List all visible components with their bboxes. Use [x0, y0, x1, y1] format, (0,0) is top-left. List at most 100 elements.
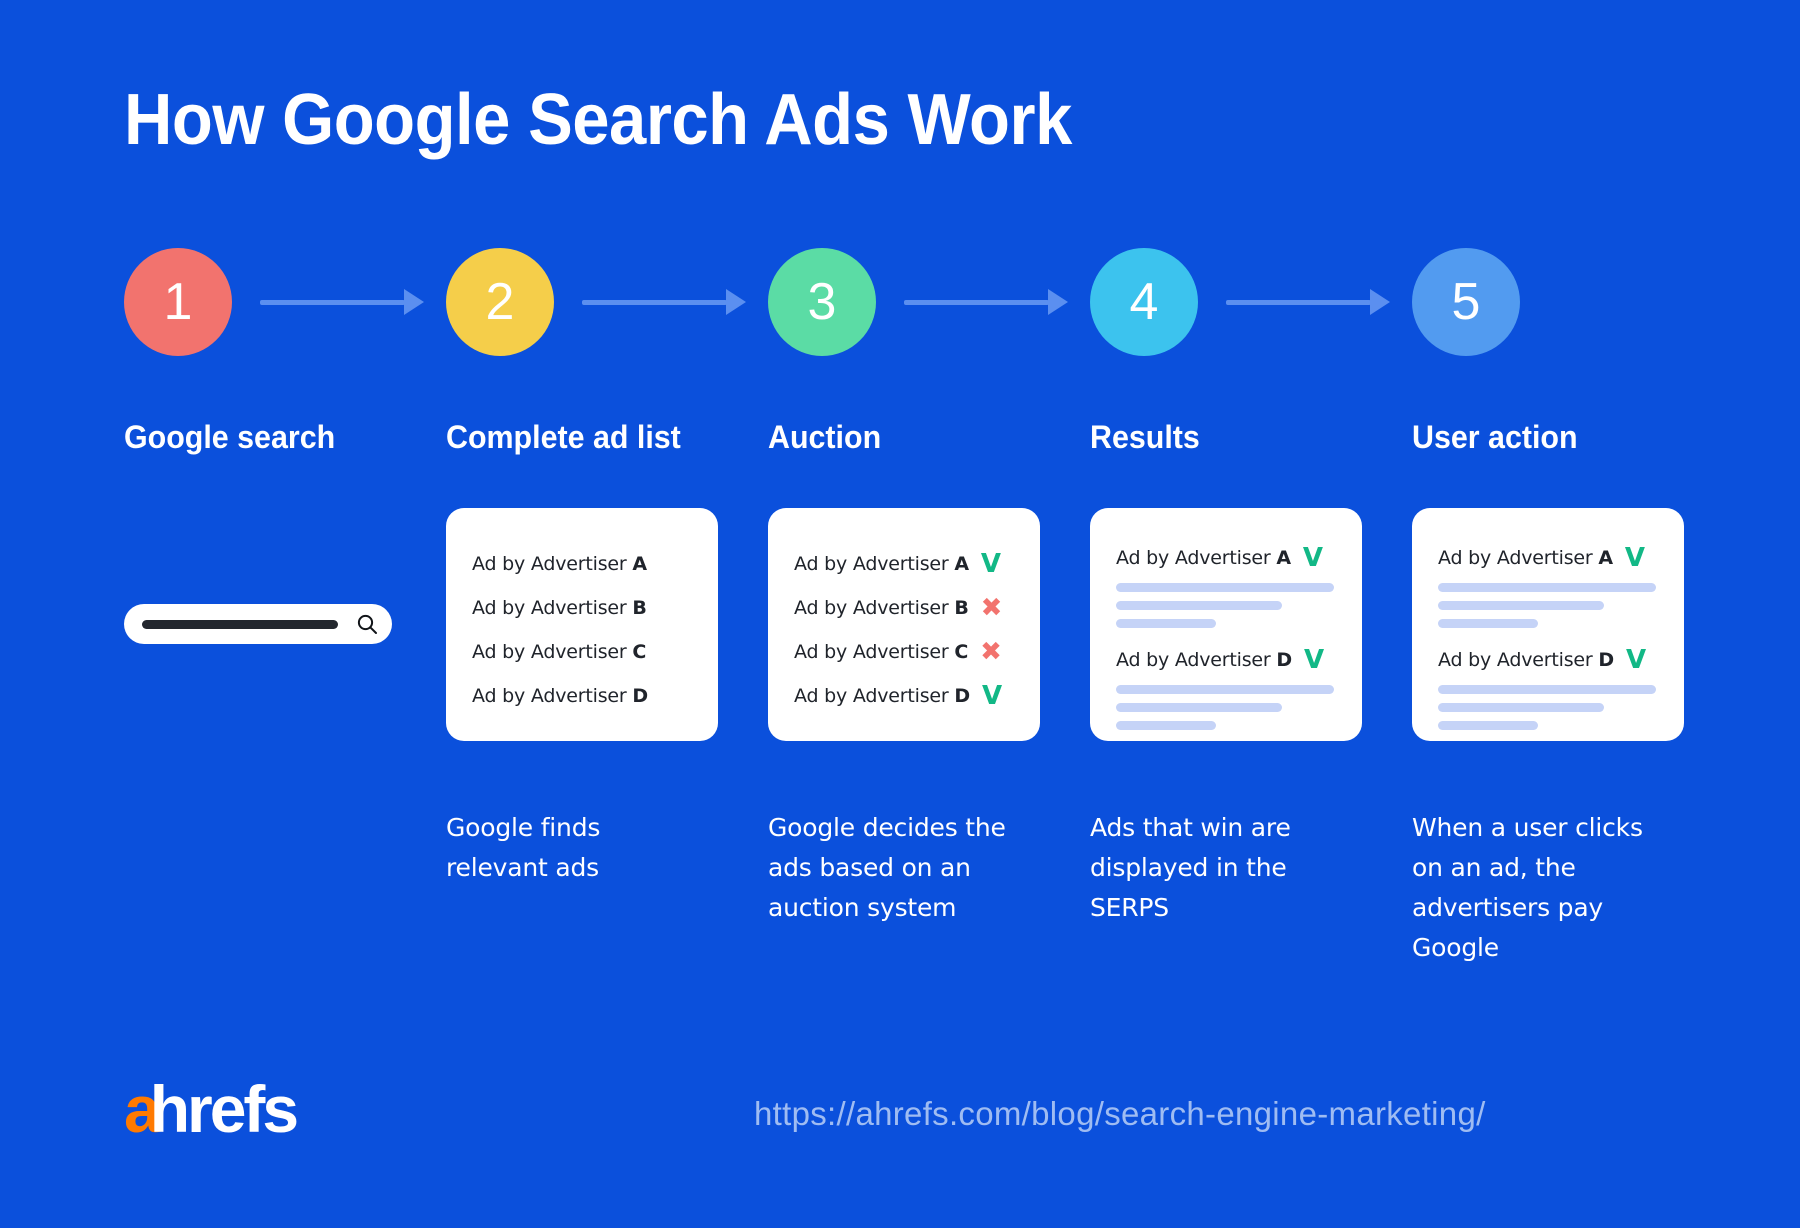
arrow-1-to-2 — [260, 289, 424, 315]
placeholder-line — [1116, 619, 1216, 628]
step-label-cell-2: Complete ad list — [446, 414, 768, 460]
page-title: How Google Search Ads Work — [124, 80, 1072, 160]
check-icon: V — [1624, 543, 1645, 573]
step-description-5: When a user clicks on an ad, the adverti… — [1412, 813, 1643, 962]
card-cell-2: Ad by Advertiser A Ad by Advertiser B Ad… — [446, 508, 768, 741]
description-cell-3: Google decides the ads based on an aucti… — [768, 808, 1090, 928]
placeholder-line — [1116, 601, 1282, 610]
step-label-cell-3: Auction — [768, 414, 1090, 460]
placeholder-line — [1438, 619, 1538, 628]
placeholder-line — [1438, 583, 1656, 592]
arrow-shaft — [260, 299, 405, 305]
placeholder-line — [1116, 583, 1334, 592]
card-cell-5: Ad by Advertiser A V Ad by Advertiser D … — [1412, 508, 1734, 741]
placeholder-line — [1116, 703, 1282, 712]
step-number-2: 2 — [485, 273, 515, 331]
placeholder-line — [1438, 601, 1604, 610]
step-description-4: Ads that win are displayed in the SERPS — [1090, 813, 1291, 922]
list-item: Ad by Advertiser A V — [1116, 542, 1336, 628]
sidebar-item-label-google-search: Google search — [124, 419, 336, 455]
step-label-cell-5: User action — [1412, 414, 1734, 460]
arrow-2-to-3 — [582, 289, 746, 315]
ad-row-label: Ad by Advertiser D — [794, 685, 970, 707]
ad-row-label: Ad by Advertiser B — [794, 597, 969, 619]
check-icon: V — [1303, 645, 1325, 675]
arrow-shaft — [904, 299, 1049, 305]
ad-row-label: Ad by Advertiser C — [472, 641, 647, 663]
ad-row-label: Ad by Advertiser D — [472, 685, 648, 707]
step-column-5: 5 — [1412, 248, 1734, 356]
step-circle-1[interactable]: 1 — [124, 248, 232, 356]
arrow-3-to-4 — [904, 289, 1068, 315]
logo-text-hrefs: hrefs — [149, 1072, 299, 1146]
steps-label-row: Google search Complete ad list Auction R… — [124, 414, 1684, 460]
logo-letter-a: a — [124, 1072, 161, 1146]
step-circle-5[interactable]: 5 — [1412, 248, 1520, 356]
step-label-cell-4: Results — [1090, 414, 1412, 460]
step-circle-4[interactable]: 4 — [1090, 248, 1198, 356]
placeholder-line — [1438, 721, 1538, 730]
search-input[interactable] — [124, 604, 392, 644]
step-column-3: 3 — [768, 248, 1090, 356]
description-cell-2: Google finds relevant ads — [446, 808, 768, 888]
check-icon: V — [1302, 543, 1323, 573]
placeholder-line — [1116, 685, 1334, 694]
sidebar-item-label-results: Results — [1090, 419, 1200, 455]
list-item: Ad by Advertiser D V — [1116, 644, 1336, 730]
card-cell-4: Ad by Advertiser A V Ad by Advertiser D … — [1090, 508, 1412, 741]
placeholder-line — [1116, 721, 1216, 730]
step-label-cell-1: Google search — [124, 414, 446, 460]
step-number-5: 5 — [1451, 273, 1481, 331]
ad-row-label: Ad by Advertiser C — [794, 641, 969, 663]
descriptions-row: Google finds relevant ads Google decides… — [124, 808, 1684, 968]
check-icon: V — [1625, 645, 1647, 675]
arrow-head-icon — [1370, 289, 1390, 315]
placeholder-line — [1438, 685, 1656, 694]
list-item: Ad by Advertiser D V — [1438, 644, 1658, 730]
step-circle-2[interactable]: 2 — [446, 248, 554, 356]
cross-icon: ✖ — [980, 593, 1003, 623]
search-icon[interactable] — [356, 613, 378, 635]
arrow-4-to-5 — [1226, 289, 1390, 315]
list-item: Ad by Advertiser D — [472, 674, 692, 718]
ad-row-label: Ad by Advertiser D — [1116, 649, 1292, 671]
card-user-action: Ad by Advertiser A V Ad by Advertiser D … — [1412, 508, 1684, 741]
ad-row-label: Ad by Advertiser B — [472, 597, 647, 619]
step-description-3: Google decides the ads based on an aucti… — [768, 813, 1006, 922]
arrow-head-icon — [726, 289, 746, 315]
list-item: Ad by Advertiser D V — [794, 674, 1014, 718]
card-cell-1 — [124, 508, 446, 644]
steps-board: 1 2 3 — [124, 248, 1684, 968]
list-item: Ad by Advertiser A — [472, 542, 692, 586]
step-circle-3[interactable]: 3 — [768, 248, 876, 356]
step-column-2: 2 — [446, 248, 768, 356]
step-column-1: 1 — [124, 248, 446, 356]
card-auction: Ad by Advertiser A V Ad by Advertiser B … — [768, 508, 1040, 741]
ad-row-label: Ad by Advertiser D — [1438, 649, 1614, 671]
cross-icon: ✖ — [980, 637, 1002, 667]
source-url[interactable]: https://ahrefs.com/blog/search-engine-ma… — [754, 1095, 1486, 1132]
sidebar-item-label-user-action: User action — [1412, 419, 1578, 455]
card-complete-ad-list: Ad by Advertiser A Ad by Advertiser B Ad… — [446, 508, 718, 741]
sidebar-item-label-auction: Auction — [768, 419, 882, 455]
arrow-head-icon — [404, 289, 424, 315]
placeholder-line — [1438, 703, 1604, 712]
list-item: Ad by Advertiser B — [472, 586, 692, 630]
ad-row-label: Ad by Advertiser A — [1438, 547, 1613, 569]
ad-row-label: Ad by Advertiser A — [794, 553, 969, 575]
check-icon: V — [981, 681, 1003, 711]
list-item: Ad by Advertiser B ✖ — [794, 586, 1014, 630]
steps-circle-row: 1 2 3 — [124, 248, 1684, 380]
search-query-text — [142, 619, 338, 629]
arrow-shaft — [1226, 299, 1371, 305]
cards-row: Ad by Advertiser A Ad by Advertiser B Ad… — [124, 508, 1684, 746]
list-item: Ad by Advertiser C ✖ — [794, 630, 1014, 674]
step-number-3: 3 — [807, 273, 837, 331]
sidebar-item-label-complete-ad-list: Complete ad list — [446, 419, 681, 455]
ad-row-label: Ad by Advertiser A — [1116, 547, 1291, 569]
step-number-4: 4 — [1129, 273, 1159, 331]
step-description-2: Google finds relevant ads — [446, 813, 601, 882]
ad-row-label: Ad by Advertiser A — [472, 553, 647, 575]
